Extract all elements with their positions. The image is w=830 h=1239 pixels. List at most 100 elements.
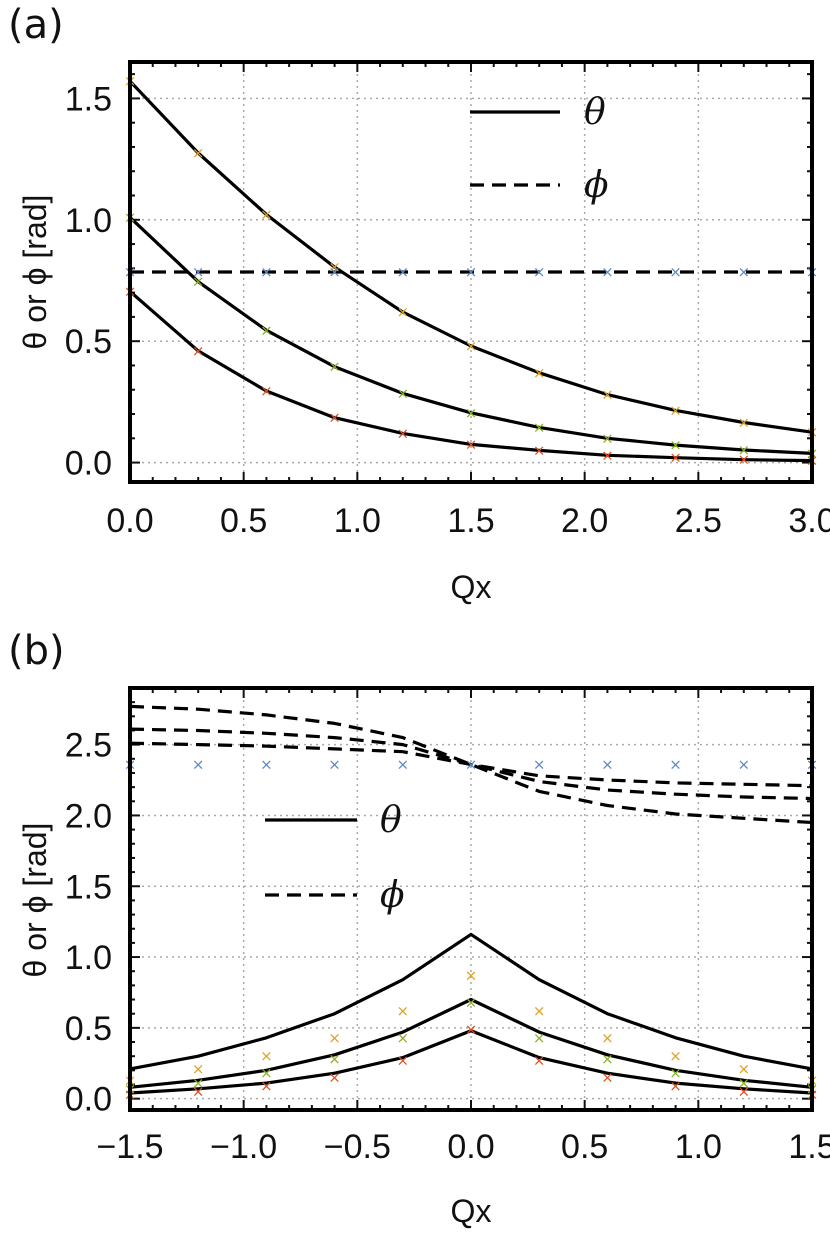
data-point-marker: × [260,1047,273,1065]
data-point-marker: × [465,337,478,355]
x-tick-label: 1.5 [788,1128,830,1166]
legend: θϕ [470,92,609,206]
legend-label: θ [584,92,606,133]
y-axis-label: θ or ϕ [rad] [17,195,53,350]
data-point-marker: × [465,435,478,453]
data-point-marker: × [533,418,546,436]
data-point-marker: × [533,1029,546,1047]
y-tick-label: 1.5 [65,868,112,906]
data-point-marker: × [465,993,478,1011]
data-point-marker: × [601,386,614,404]
data-point-marker: × [533,441,546,459]
data-point-marker: × [192,755,205,773]
x-tick-label: 0.0 [447,1128,494,1166]
y-tick-label: 1.0 [65,939,112,977]
data-point-marker: × [533,364,546,382]
legend-label: ϕ [380,875,405,916]
data-point-marker: × [260,755,273,773]
data-point-marker: × [533,755,546,773]
x-tick-label: 1.5 [447,502,494,540]
data-point-marker: × [397,755,410,773]
data-point-marker: × [738,1083,751,1101]
data-point-marker: × [192,342,205,360]
data-point-marker: × [669,1047,682,1065]
data-point-marker: × [669,436,682,454]
data-point-marker: × [738,1060,751,1078]
y-tick-label: 2.5 [65,727,112,765]
data-point-marker: × [397,424,410,442]
x-tick-label: −1.5 [96,1128,163,1166]
plot-frame [128,60,814,484]
data-point-marker: × [738,451,751,469]
y-tick-label: 0.0 [65,1081,112,1119]
panel-label: (b) [8,628,65,674]
data-point-marker: × [260,321,273,339]
data-point-marker: × [192,144,205,162]
data-point-marker: × [738,263,751,281]
data-point-marker: × [601,1068,614,1086]
data-point-marker: × [397,1002,410,1020]
data-point-marker: × [738,1074,751,1092]
y-tick-label: 1.5 [65,80,112,118]
data-point-marker: × [328,258,341,276]
data-point-marker: × [328,263,341,281]
theta-curve [129,1029,813,1095]
data-point-marker: × [260,1064,273,1082]
data-point-marker: × [192,263,205,281]
legend-label: ϕ [584,165,609,206]
data-point-marker: × [601,446,614,464]
data-point-marker: × [192,1060,205,1078]
data-point-marker: × [738,755,751,773]
panel-label: (a) [8,2,64,48]
data-point-marker: × [397,1029,410,1047]
data-point-marker: × [669,263,682,281]
data-point-marker: × [669,1077,682,1095]
data-point-marker: × [669,449,682,467]
data-point-marker: × [669,1064,682,1082]
x-tick-label: 0.0 [106,502,153,540]
panel-b: (b)×××××××××××××××××××××××××××××××××××××… [8,628,830,1229]
data-point-marker: × [328,1068,341,1086]
legend-label: θ [380,800,402,841]
data-point-marker: × [465,404,478,422]
data-point-marker: × [397,303,410,321]
phi-curve [129,741,813,788]
data-point-marker: × [601,429,614,447]
data-point-marker: × [328,1029,341,1047]
data-point-marker: × [192,273,205,291]
data-point-marker: × [260,1077,273,1095]
data-point-marker: × [192,1083,205,1101]
data-point-marker: × [738,441,751,459]
data-point-marker: × [465,755,478,773]
data-point-marker: × [260,205,273,223]
legend: θϕ [265,800,405,916]
x-tick-label: 1.0 [334,502,381,540]
x-tick-label: 2.0 [561,502,608,540]
y-tick-label: 0.0 [65,445,112,483]
panel-a: (a)×××××××××××××××××××××××××××××××××××××… [8,2,830,605]
data-point-marker: × [533,263,546,281]
x-tick-label: −1.0 [210,1128,277,1166]
plot-frame [128,686,814,1112]
data-point-marker: × [465,263,478,281]
data-point-marker: × [328,1050,341,1068]
y-tick-label: 1.0 [65,202,112,240]
x-tick-label: −0.5 [324,1128,391,1166]
data-point-marker: × [328,409,341,427]
y-axis-label: θ or ϕ [rad] [17,823,53,978]
theta-curve [129,932,813,1071]
x-axis-label: Qx [451,569,492,605]
data-point-marker: × [328,358,341,376]
x-tick-label: 3.0 [788,502,830,540]
theta-curve [129,997,813,1089]
phi-curve [129,704,813,825]
data-point-marker: × [260,263,273,281]
y-tick-label: 0.5 [65,1010,112,1048]
data-point-marker: × [397,263,410,281]
x-tick-label: 2.5 [675,502,722,540]
phi-curve [129,727,813,801]
data-point-marker: × [601,1050,614,1068]
data-point-marker: × [601,263,614,281]
x-tick-label: 1.0 [675,1128,722,1166]
